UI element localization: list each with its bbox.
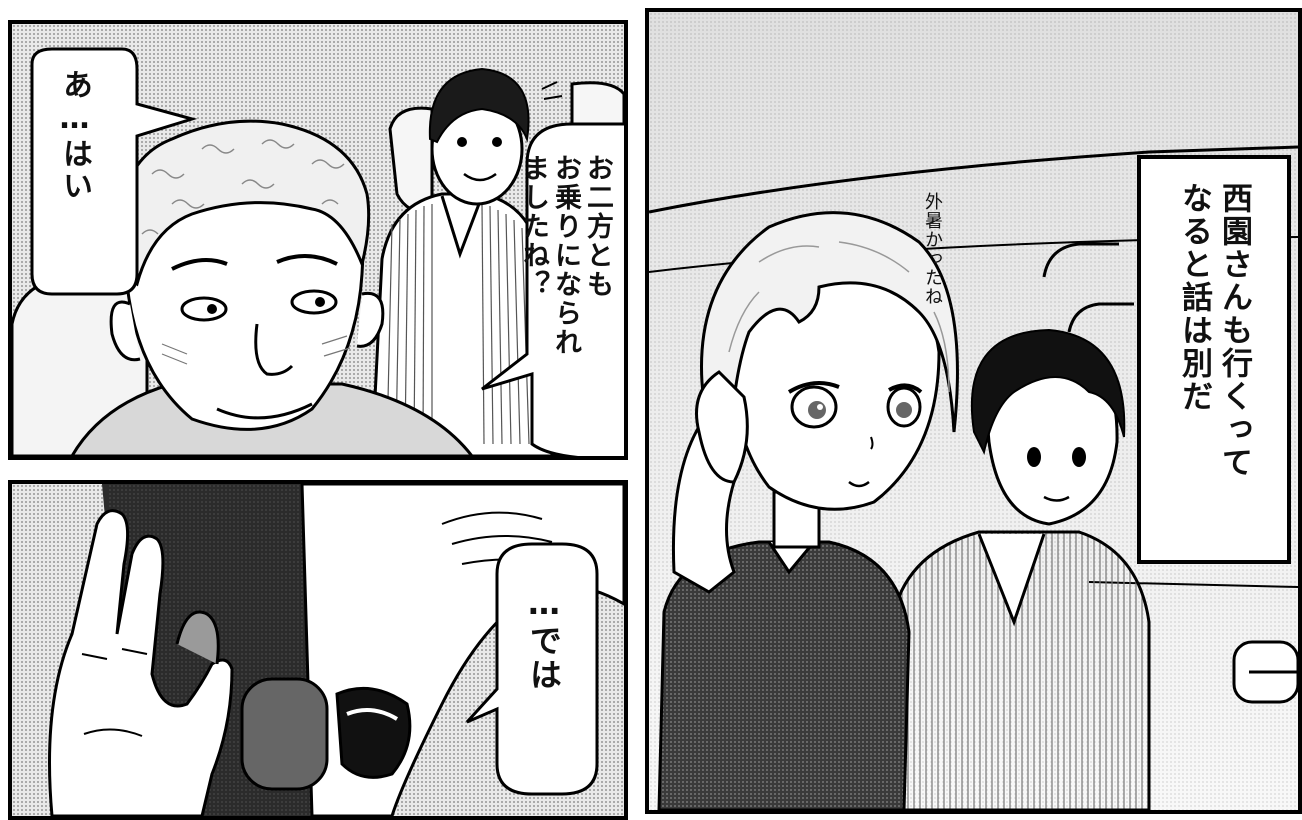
speech-text-bottom: …では bbox=[525, 584, 563, 692]
speech-bubble-left-shape bbox=[30, 47, 198, 296]
panel-right: 外暑かったね 西園さんも行くって なると話は別だ bbox=[645, 8, 1302, 814]
speech-text-right: お二方とも お乗りになられ ましたね？ bbox=[518, 154, 613, 357]
speech-text-left: あ…はい bbox=[57, 69, 92, 202]
narration-box-shape bbox=[1137, 155, 1291, 564]
narration-text: 西園さんも行くって なると話は別だ bbox=[1176, 182, 1252, 479]
speech-bubble-bottom-shape bbox=[465, 542, 599, 796]
panel-bottom-left-art bbox=[48, 484, 624, 816]
panel-right-art bbox=[649, 12, 1298, 810]
panel-top-left-art bbox=[12, 47, 624, 456]
sfx-text: 外暑かったね bbox=[922, 192, 943, 306]
panel-top-left: あ…はい お二方とも お乗りになられ ましたね？ bbox=[8, 20, 628, 460]
panel-bottom-left: …では bbox=[8, 480, 628, 820]
speech-bubble-right-shape bbox=[481, 122, 624, 456]
